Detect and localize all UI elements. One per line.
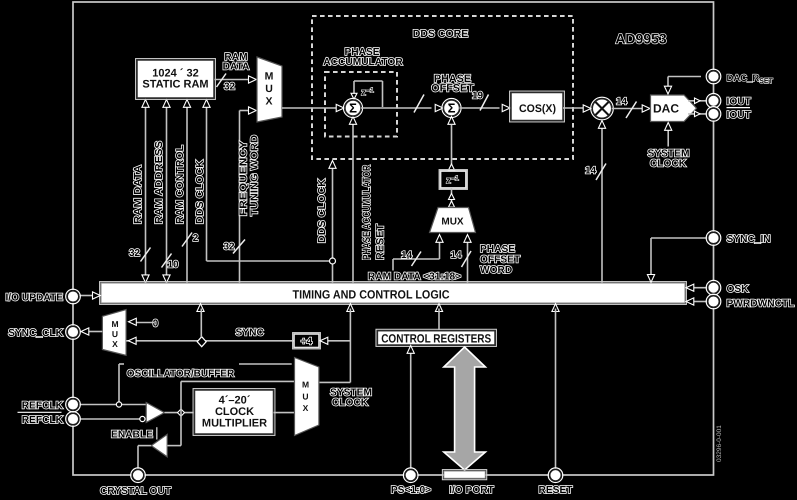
svg-text:IOUT: IOUT	[727, 97, 752, 108]
svg-text:DDS CLOCK: DDS CLOCK	[195, 159, 206, 224]
svg-text:X: X	[112, 339, 118, 349]
svg-text:ENABLE: ENABLE	[111, 430, 153, 441]
svg-text:REFCLK: REFCLK	[22, 401, 64, 412]
svg-text:03296-0-001: 03296-0-001	[716, 425, 723, 462]
svg-text:14: 14	[616, 97, 628, 108]
svg-text:OFFSET: OFFSET	[480, 255, 521, 266]
svg-text:PS<1:0>: PS<1:0>	[391, 485, 431, 496]
svg-text:CONTROL REGISTERS: CONTROL REGISTERS	[381, 331, 491, 345]
svg-text:OFFSET: OFFSET	[431, 82, 474, 94]
svg-text:CRYSTAL OUT: CRYSTAL OUT	[100, 486, 172, 497]
svg-text:0: 0	[153, 319, 159, 330]
svg-text:X: X	[265, 96, 272, 108]
svg-text:DAC: DAC	[653, 102, 679, 116]
svg-text:ACCUMULATOR: ACCUMULATOR	[323, 57, 403, 68]
svg-text:REFCLK: REFCLK	[22, 415, 64, 426]
svg-text:IOUT: IOUT	[727, 110, 752, 121]
svg-text:1024 ´ 32: 1024 ´ 32	[152, 68, 198, 80]
svg-text:M: M	[265, 71, 274, 83]
svg-text:SYNC_IN: SYNC_IN	[727, 234, 771, 245]
svg-text:M: M	[111, 319, 118, 329]
svg-text:RESET: RESET	[539, 485, 574, 496]
svg-text:X: X	[303, 403, 309, 413]
svg-text:RAM CONTROL: RAM CONTROL	[175, 145, 186, 224]
svg-text:PHASE: PHASE	[344, 47, 379, 58]
svg-text:FREQUENCY: FREQUENCY	[239, 141, 250, 216]
svg-text:19: 19	[472, 91, 484, 102]
svg-text:PWRDWNCTL: PWRDWNCTL	[727, 299, 795, 310]
svg-text:SYNC: SYNC	[236, 328, 265, 339]
svg-text:I/O UPDATE: I/O UPDATE	[5, 293, 63, 304]
svg-text:OSCILLATOR/BUFFER: OSCILLATOR/BUFFER	[127, 369, 235, 380]
svg-text:÷4: ÷4	[301, 337, 313, 348]
svg-text:RAM DATA <31:18>: RAM DATA <31:18>	[368, 272, 461, 283]
svg-text:TUNING WORD: TUNING WORD	[250, 135, 261, 216]
svg-text:WORD: WORD	[480, 265, 512, 276]
svg-text:10: 10	[167, 260, 179, 271]
svg-text:MUX: MUX	[441, 217, 464, 228]
svg-text:32: 32	[129, 248, 141, 259]
svg-text:Σ: Σ	[448, 101, 456, 116]
svg-text:U: U	[112, 329, 118, 339]
svg-text:OSK: OSK	[727, 284, 750, 295]
svg-text:PHASE: PHASE	[480, 244, 515, 255]
svg-text:COS(X): COS(X)	[519, 103, 556, 115]
svg-text:4´–20´: 4´–20´	[219, 395, 251, 407]
svg-text:U: U	[265, 83, 273, 95]
svg-text:DDS CLOCK: DDS CLOCK	[317, 178, 328, 243]
svg-text:SYSTEM: SYSTEM	[330, 388, 372, 399]
svg-text:STATIC RAM: STATIC RAM	[142, 79, 208, 91]
svg-text:PHASE ACCUMULATOR: PHASE ACCUMULATOR	[361, 165, 373, 260]
svg-text:AD9953: AD9953	[615, 31, 667, 47]
svg-text:14: 14	[450, 250, 462, 261]
svg-text:RESET: RESET	[375, 224, 387, 260]
svg-text:14: 14	[585, 166, 597, 177]
svg-text:CLOCK: CLOCK	[650, 159, 687, 170]
svg-text:PHASE: PHASE	[434, 73, 471, 85]
svg-text:RAM: RAM	[224, 52, 247, 63]
svg-text:U: U	[302, 392, 308, 402]
svg-text:SYSTEM: SYSTEM	[648, 149, 690, 160]
svg-text:TIMING AND CONTROL LOGIC: TIMING AND CONTROL LOGIC	[293, 288, 450, 302]
svg-text:CLOCK: CLOCK	[215, 406, 254, 418]
svg-text:Σ: Σ	[349, 101, 357, 116]
svg-text:14: 14	[401, 250, 413, 261]
svg-text:M: M	[302, 380, 309, 390]
svg-text:DATA: DATA	[223, 62, 250, 73]
svg-text:32: 32	[224, 82, 236, 93]
svg-text:32: 32	[223, 242, 235, 253]
svg-text:RAM DATA: RAM DATA	[133, 164, 144, 224]
svg-text:I/O PORT: I/O PORT	[449, 485, 494, 496]
svg-text:2: 2	[193, 233, 199, 244]
svg-text:SYNC_CLK: SYNC_CLK	[8, 328, 64, 339]
svg-text:RAM ADDRESS: RAM ADDRESS	[154, 141, 165, 224]
svg-text:CLOCK: CLOCK	[332, 398, 369, 409]
svg-text:MULTIPLIER: MULTIPLIER	[202, 417, 267, 429]
svg-text:DDS CORE: DDS CORE	[413, 28, 468, 40]
